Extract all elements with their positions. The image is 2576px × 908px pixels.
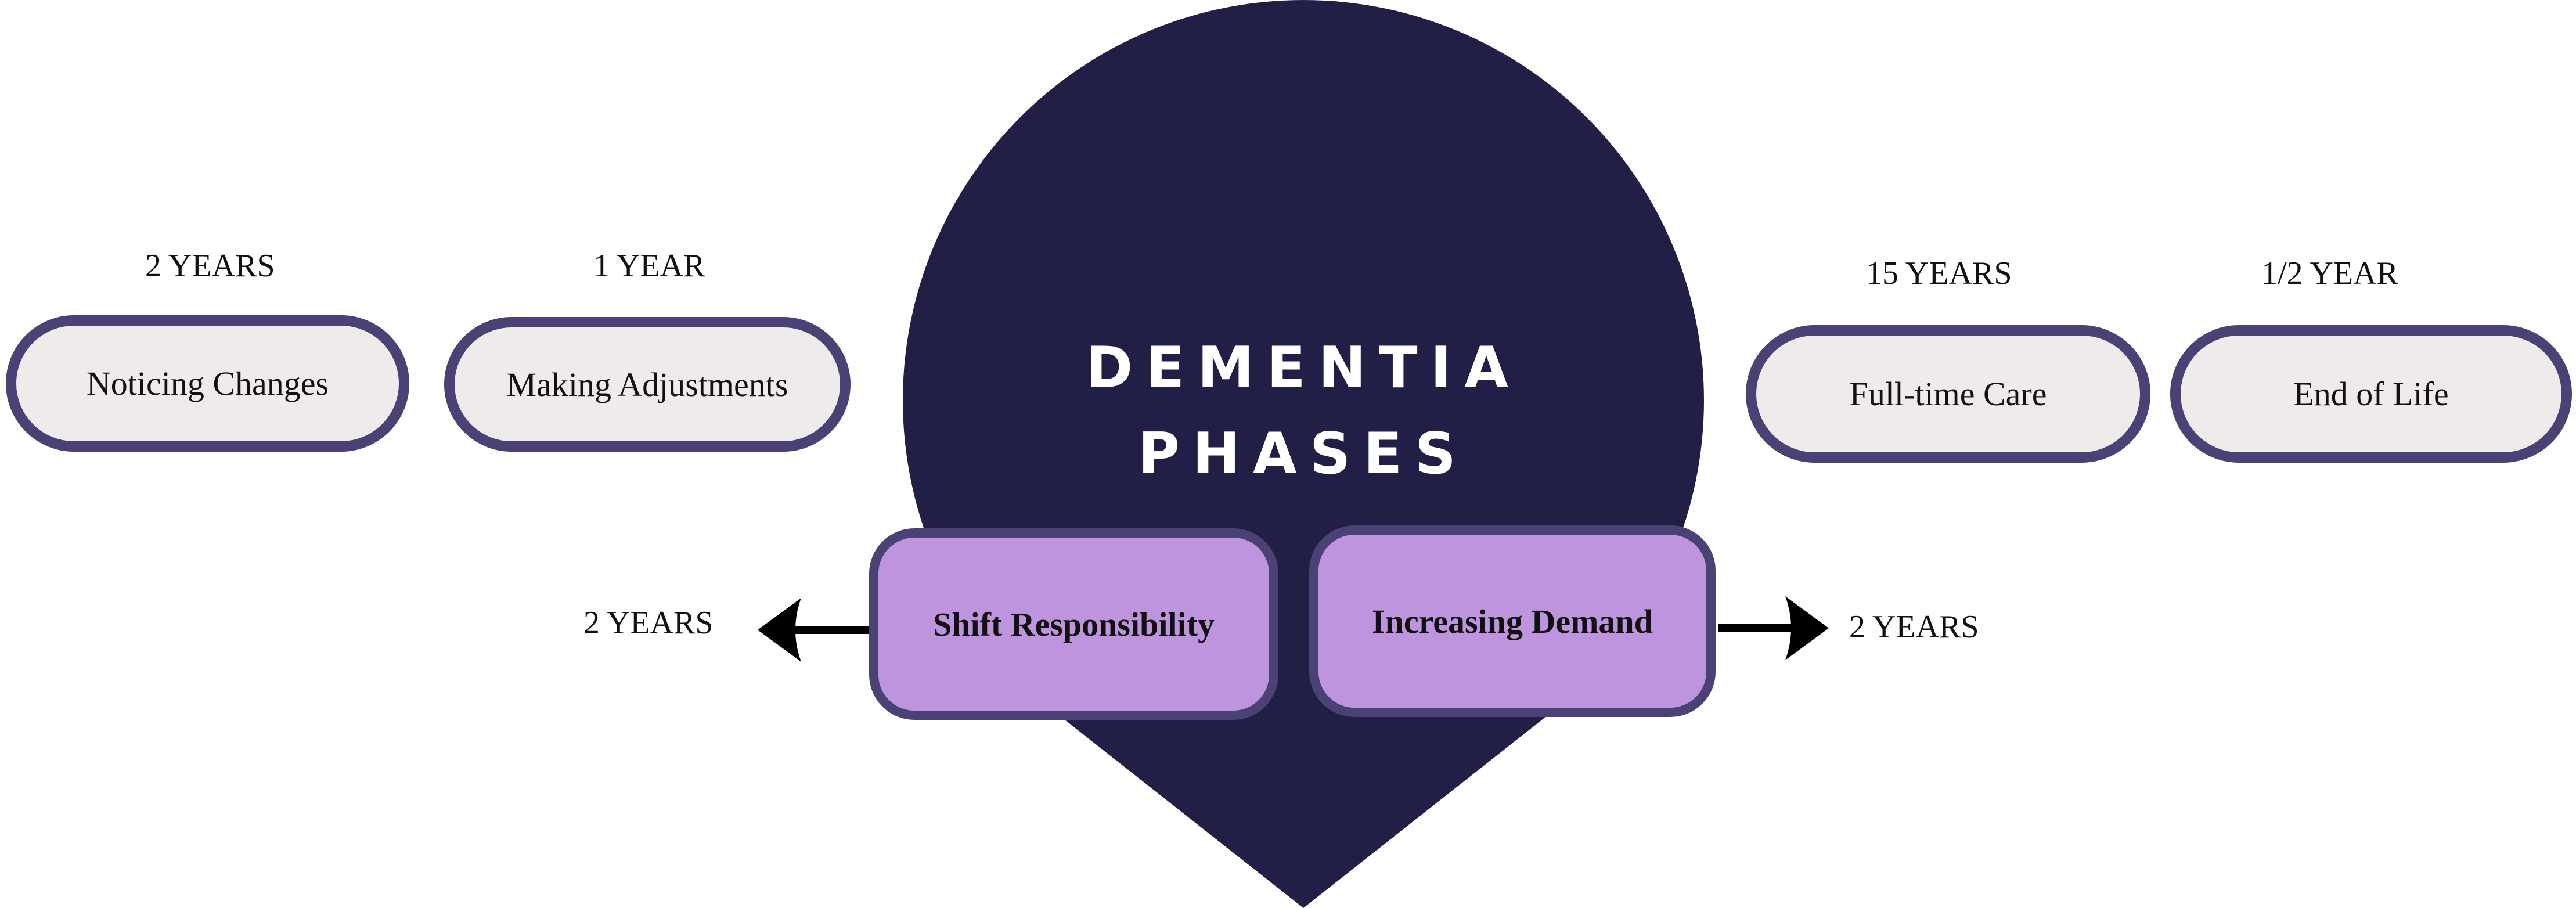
phase-end-of-life: End of Life xyxy=(2170,325,2572,463)
duration-label-making-adjustments: 1 YEAR xyxy=(593,248,705,284)
diagram-title: DEMENTIA PHASES xyxy=(1062,340,1544,482)
phase-shift-responsibility: Shift Responsibility xyxy=(869,528,1278,720)
duration-label-end-of-life: 1/2 YEAR xyxy=(2261,255,2398,291)
title-line-2: PHASES xyxy=(1138,421,1469,487)
duration-label-noticing-changes: 2 YEARS xyxy=(145,248,275,284)
duration-label-shift-responsibility: 2 YEARS xyxy=(583,605,714,641)
duration-label-full-time-care: 15 YEARS xyxy=(1866,255,2012,291)
arrow-left-icon xyxy=(758,598,874,662)
phase-making-adjustments: Making Adjustments xyxy=(444,317,851,452)
arrow-right-icon xyxy=(1718,596,1829,660)
phase-increasing-demand: Increasing Demand xyxy=(1309,525,1716,717)
phase-full-time-care: Full-time Care xyxy=(1746,325,2150,463)
phase-noticing-changes: Noticing Changes xyxy=(6,315,409,452)
duration-label-increasing-demand: 2 YEARS xyxy=(1849,609,1979,645)
title-line-1: DEMENTIA xyxy=(1086,335,1521,401)
